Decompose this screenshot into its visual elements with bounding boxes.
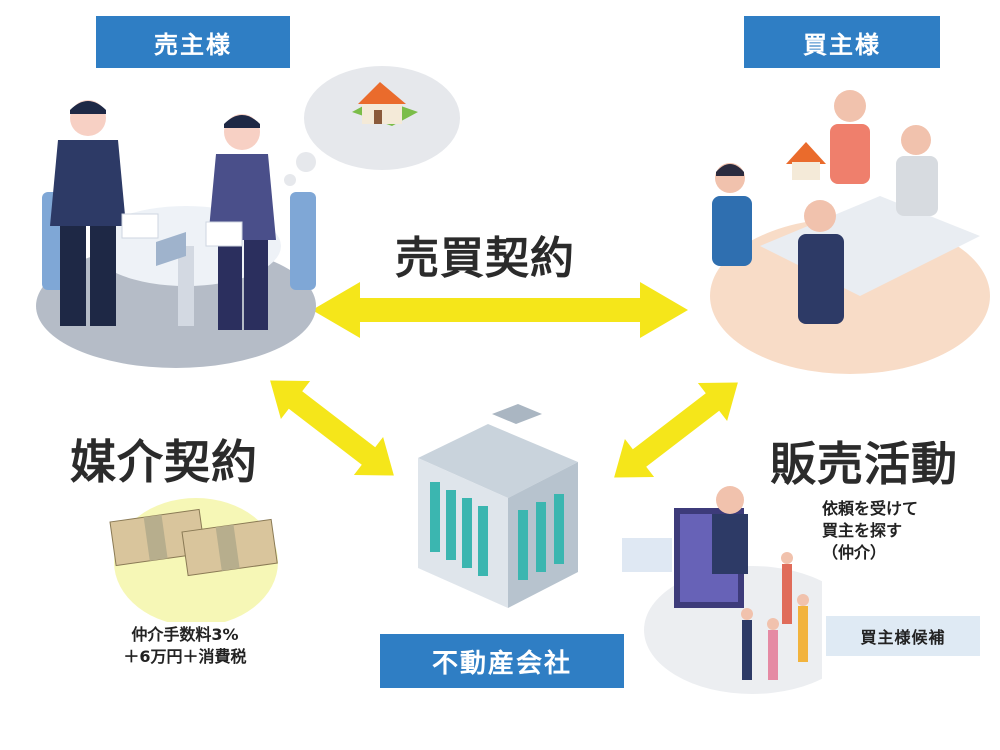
building-icon <box>418 404 578 608</box>
company-label: 不動産会社 <box>431 648 572 679</box>
money-icon <box>109 508 278 577</box>
house-icon <box>352 82 418 126</box>
money-illustration <box>109 498 278 622</box>
company-tag: 不動産会社 <box>380 634 624 688</box>
brokerage-contract-label: 媒介契約 <box>70 435 258 489</box>
sales-desc-line3: （仲介） <box>822 543 887 562</box>
sales-desc-line2: 買主を探す <box>822 521 903 540</box>
candidate-label-box: 買主様候補 <box>826 616 980 656</box>
seller-meeting-illustration <box>36 100 316 368</box>
building-illustration <box>418 404 578 608</box>
buyer-tag: 買主様 <box>744 16 940 68</box>
fee-line2: ＋6万円＋消費税 <box>123 647 247 666</box>
sale-contract-arrow <box>312 282 688 338</box>
candidate-label: 買主様候補 <box>860 628 946 647</box>
sale-contract-label: 売買契約 <box>395 233 575 284</box>
presenter-icon <box>622 486 809 680</box>
brokerage-arrow <box>270 380 394 476</box>
fee-line1: 仲介手数料3% <box>131 625 239 644</box>
seller-label: 売主様 <box>154 30 232 59</box>
house-thought-bubble <box>284 66 460 186</box>
sales-activity-arrow <box>614 382 738 478</box>
sales-description: 依頼を受けて 買主を探す （仲介） <box>822 498 918 564</box>
sales-activity-label: 販売活動 <box>770 437 958 491</box>
fee-text: 仲介手数料3% ＋6万円＋消費税 <box>110 624 260 668</box>
buyer-label: 買主様 <box>803 30 881 59</box>
sales-desc-line1: 依頼を受けて <box>822 499 919 518</box>
presenter-illustration <box>622 486 822 694</box>
seller-tag: 売主様 <box>96 16 290 68</box>
buyer-meeting-illustration <box>710 90 990 374</box>
